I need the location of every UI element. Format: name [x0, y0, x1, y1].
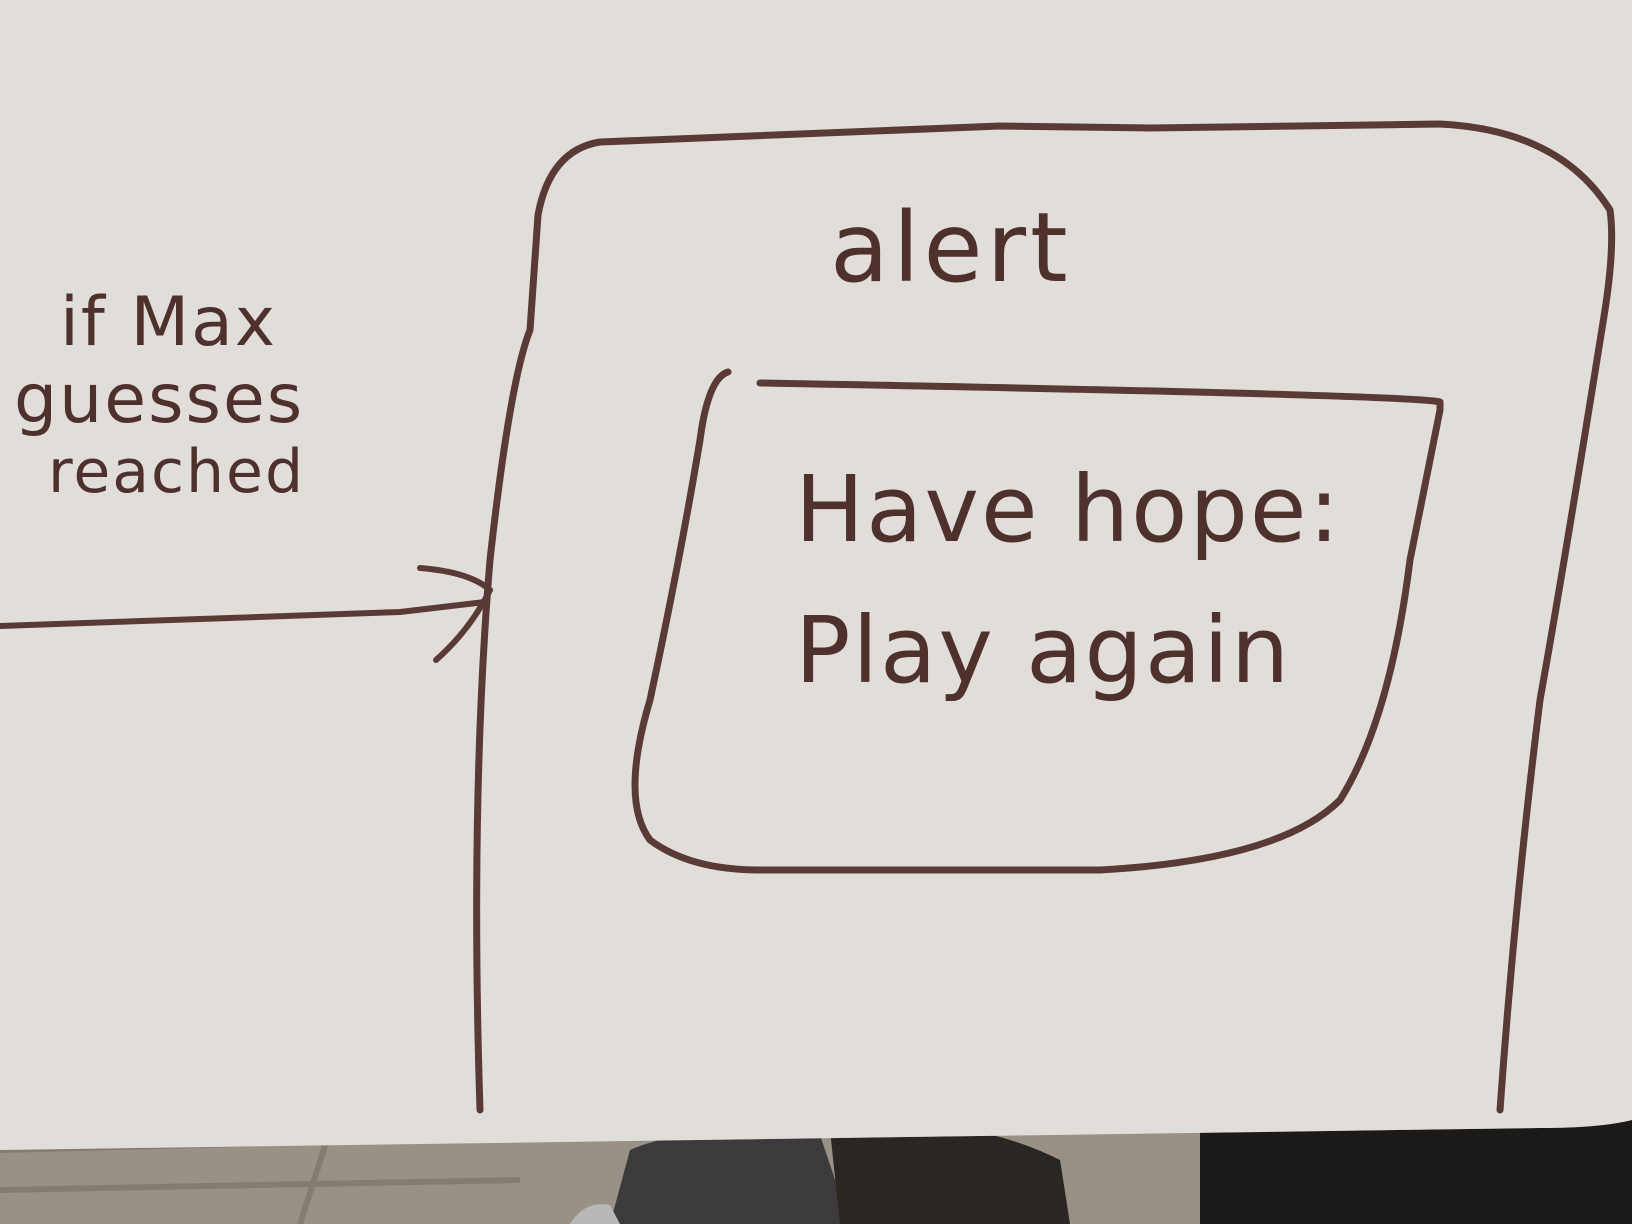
- shoe-right: [830, 1124, 1070, 1224]
- sneaker-toe: [570, 1204, 620, 1224]
- inner-box: [631, 368, 1444, 874]
- arrow-head: [417, 565, 493, 663]
- condition-line-3: reached: [48, 436, 306, 507]
- alert-message: Have hope: Play again: [795, 440, 1341, 722]
- arrow-shaft: [0, 599, 488, 629]
- alert-message-line-2: Play again: [795, 596, 1292, 704]
- outer-frame: [473, 120, 1616, 1114]
- sneaker-left: [610, 1130, 850, 1224]
- condition-line-1: if Max: [60, 283, 278, 362]
- condition-note: if Max guesses reached: [14, 283, 306, 507]
- alert-message-line-1: Have hope:: [795, 456, 1342, 563]
- condition-line-2: guesses: [14, 359, 305, 439]
- alert-title: alert: [830, 192, 1072, 304]
- whiteboard-surface: [0, 0, 1632, 1150]
